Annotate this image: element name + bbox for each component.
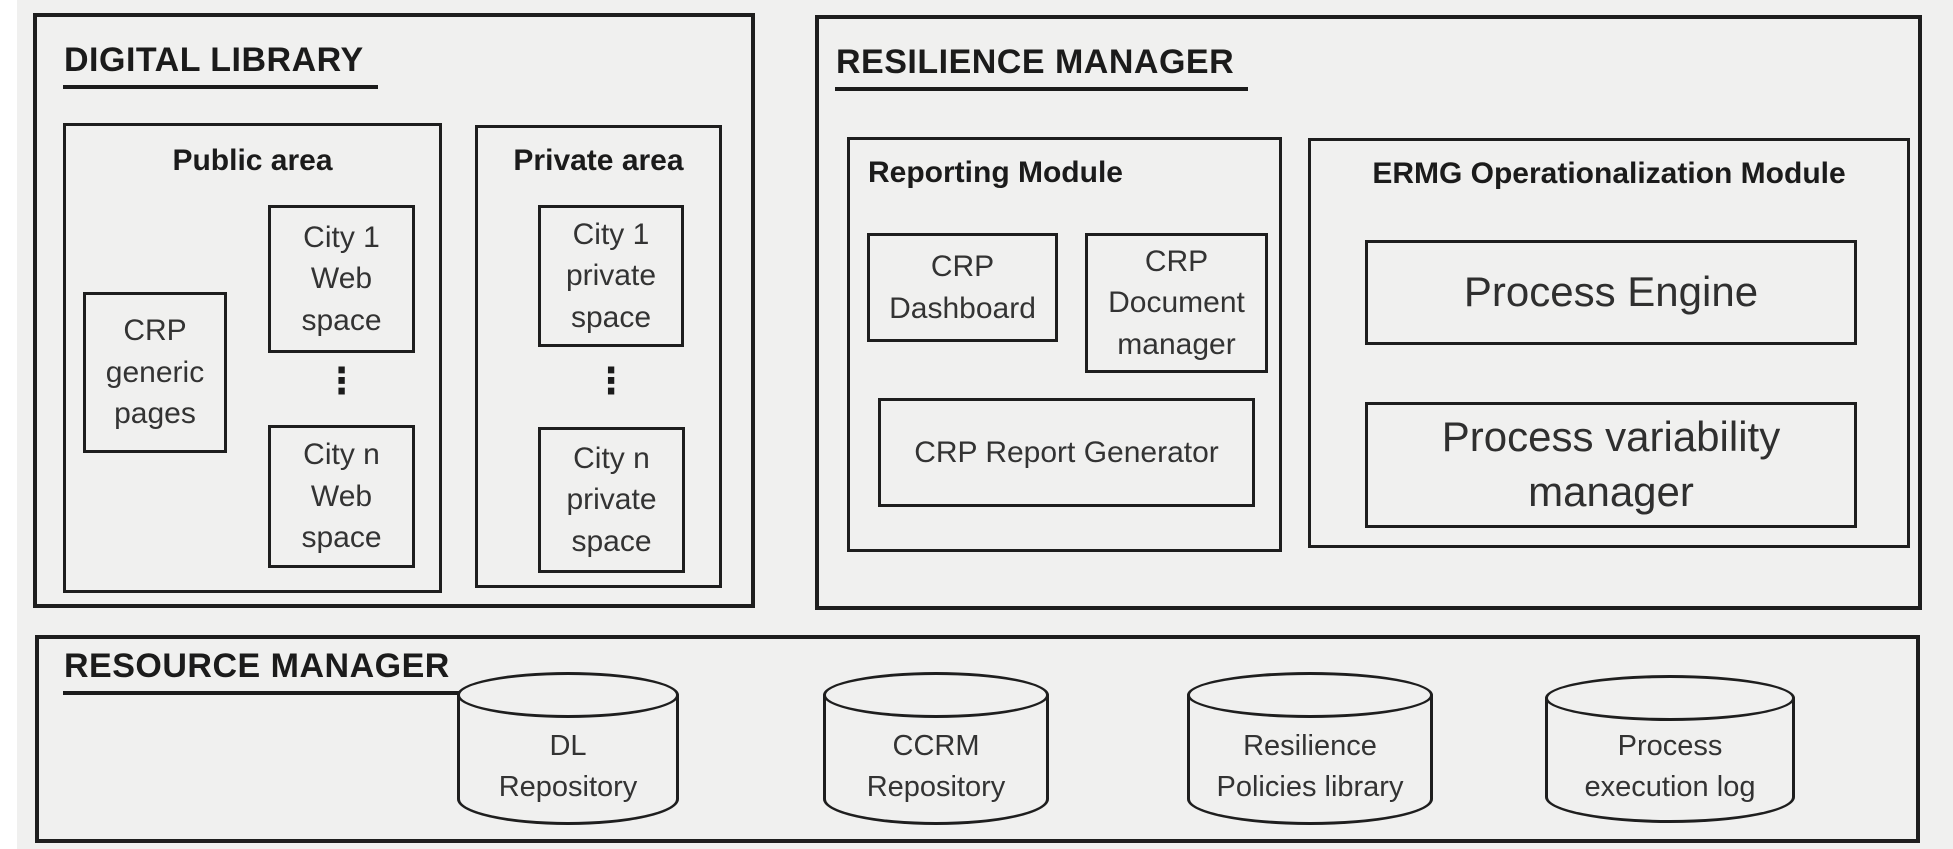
reporting-module-box: Reporting Module CRP Dashboard CRP Docum… (847, 137, 1282, 552)
process-engine-box: Process Engine (1365, 240, 1857, 345)
city-n-web-space-box: City n Web space (268, 425, 415, 568)
reporting-module-title: Reporting Module (868, 156, 1123, 189)
public-area-box: Public area CRP generic pages City 1 Web… (63, 123, 442, 593)
crp-document-manager-box: CRP Document manager (1085, 233, 1268, 373)
private-area-box: Private area City 1 private space ⋮ City… (475, 125, 722, 588)
cylinder-top (457, 672, 679, 718)
crp-report-generator-box: CRP Report Generator (878, 398, 1255, 507)
resilience-policies-library-label: Resilience Policies library (1216, 729, 1404, 803)
crp-dashboard-box: CRP Dashboard (867, 233, 1058, 342)
city-1-private-space-box: City 1 private space (538, 205, 684, 347)
resilience-manager-title: RESILIENCE MANAGER (835, 43, 1249, 91)
resource-manager-title: RESOURCE MANAGER (63, 647, 480, 695)
cylinder-top (1545, 675, 1795, 721)
private-area-title: Private area (513, 144, 684, 177)
resilience-policies-library-cylinder: Resilience Policies library (1187, 672, 1433, 825)
ccrm-repository-label: CCRM Repository (866, 729, 1006, 803)
ermg-operationalization-module-box: ERMG Operationalization Module Process E… (1308, 138, 1910, 548)
ermg-module-title: ERMG Operationalization Module (1372, 157, 1846, 190)
dl-repository-label: DL Repository (498, 729, 638, 803)
page-edge-strip (0, 0, 17, 849)
cylinder-top (1187, 672, 1433, 718)
ccrm-repository-cylinder: CCRM Repository (823, 672, 1049, 825)
digital-library-section: DIGITAL LIBRARY Public area CRP generic … (33, 13, 755, 608)
cylinder-top (823, 672, 1049, 718)
process-execution-log-cylinder: Process execution log (1545, 675, 1795, 823)
process-execution-log-label: Process execution log (1584, 730, 1756, 803)
crp-generic-pages-box: CRP generic pages (83, 292, 227, 453)
dl-repository-cylinder: DL Repository (457, 672, 679, 825)
city-n-private-space-box: City n private space (538, 427, 685, 573)
vertical-ellipsis-private: ⋮ (593, 361, 629, 402)
process-variability-manager-box: Process variability manager (1365, 402, 1857, 528)
vertical-ellipsis-public: ⋮ (323, 361, 360, 402)
city-1-web-space-box: City 1 Web space (268, 205, 415, 353)
public-area-title: Public area (172, 144, 333, 177)
resource-manager-section: RESOURCE MANAGER DL Repository CCRM Repo… (35, 635, 1920, 843)
resilience-manager-section: RESILIENCE MANAGER Reporting Module CRP … (815, 15, 1922, 610)
digital-library-title: DIGITAL LIBRARY (63, 41, 378, 89)
